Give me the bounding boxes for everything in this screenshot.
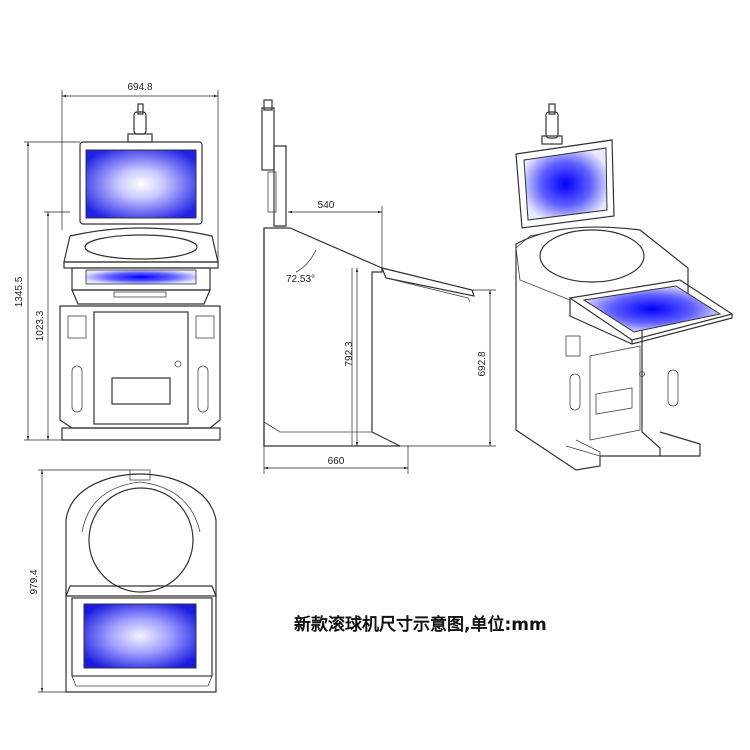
iso-right-foot — [659, 431, 701, 457]
iso-cabinet — [515, 226, 689, 471]
iso-light-pole — [545, 111, 559, 139]
top-pole — [129, 469, 151, 481]
dim-side-top-depth: 540 — [318, 200, 335, 211]
iso-pole-base — [541, 135, 563, 145]
front-top-monitor — [79, 141, 203, 225]
dim-side-cabinet-height: 792.3 — [344, 341, 355, 366]
iso-console-screen — [582, 285, 722, 333]
side-view — [261, 99, 475, 447]
front-left-slot — [71, 365, 83, 413]
iso-door — [589, 345, 641, 441]
iso-top-screen — [523, 147, 608, 221]
front-console-lip — [71, 289, 211, 305]
front-right-slot — [197, 365, 209, 413]
side-monitor-mount — [267, 171, 277, 213]
side-console — [381, 267, 475, 297]
front-dimensions: 694.8 1345.5 1023.3 — [14, 82, 219, 441]
iso-light-tip — [548, 103, 556, 115]
front-ball-bowl — [84, 234, 198, 260]
side-light-tip — [263, 99, 273, 111]
front-light-tip — [137, 103, 144, 115]
dim-front-total-height: 1345.5 — [14, 276, 25, 307]
dim-top-depth: 979.4 — [29, 569, 40, 594]
front-slot — [113, 291, 167, 298]
top-view — [65, 469, 217, 693]
side-light-pole — [261, 107, 275, 171]
iso-door-panel — [595, 387, 633, 415]
front-right-vent — [195, 315, 215, 339]
front-light-pole — [133, 111, 147, 135]
iso-view — [515, 103, 734, 471]
front-lower-screen — [85, 269, 197, 285]
front-door-panel — [111, 377, 171, 405]
front-door — [93, 311, 189, 425]
top-console-edge — [65, 585, 217, 597]
front-ledge — [63, 261, 219, 269]
dim-front-cabinet-height: 1023.3 — [35, 310, 46, 341]
dim-side-angle: 72.53° — [286, 274, 315, 285]
dim-side-base-depth: 660 — [328, 456, 345, 467]
iso-left-slot — [569, 373, 581, 411]
iso-top-monitor — [515, 139, 615, 229]
front-pole-base — [127, 133, 153, 143]
front-view — [59, 103, 221, 441]
drawing-caption: 新款滚球机尺寸示意图,单位:mm — [294, 614, 547, 635]
top-dimensions: 979.4 — [29, 469, 130, 693]
front-left-vent — [67, 315, 87, 339]
top-outline — [65, 473, 217, 693]
top-ball-bowl — [88, 487, 194, 593]
dim-side-console-height: 692.8 — [477, 351, 488, 376]
front-base — [61, 427, 221, 441]
side-dimensions: 540 72.53° 792.3 692.8 660 — [263, 200, 496, 474]
side-monitor — [273, 145, 287, 227]
front-door-lock — [174, 360, 182, 368]
iso-right-slot — [667, 369, 679, 407]
top-console-screen — [83, 603, 197, 669]
front-top-screen — [85, 149, 197, 219]
iso-ball-bowl — [539, 229, 645, 283]
iso-door-lock — [639, 371, 645, 377]
dim-front-width: 694.8 — [127, 82, 152, 93]
iso-left-vent — [565, 335, 581, 357]
side-cabinet — [263, 227, 401, 447]
front-hood — [63, 227, 219, 263]
